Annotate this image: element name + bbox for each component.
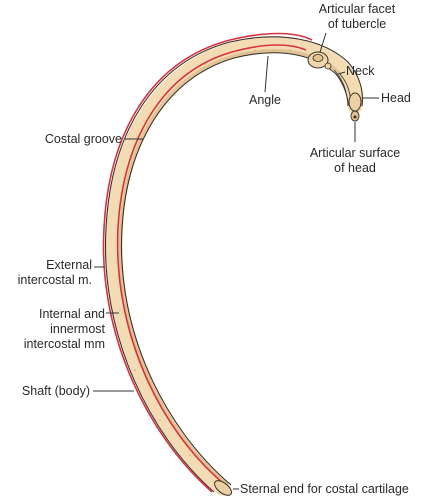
articular-surface-text-line2: of head: [334, 161, 376, 175]
label-articular-facet-of-tubercle: Articular facet of tubercle: [319, 2, 396, 53]
neck-leader: [337, 71, 346, 75]
label-articular-surface-of-head: Articular surface of head: [310, 122, 400, 175]
rib-neck: [333, 69, 351, 97]
internal-text-line1: Internal and: [39, 307, 105, 321]
neck-text: Neck: [346, 64, 375, 78]
internal-text-line3: intercostal mm: [24, 337, 105, 351]
label-sternal-end: Sternal end for costal cartilage: [233, 482, 409, 496]
articular-facet-leader: [319, 32, 327, 53]
internal-text-line2: innermost: [50, 322, 105, 336]
head-text: Head: [381, 91, 411, 105]
sternal-end-text: Sternal end for costal cartilage: [240, 482, 409, 496]
rib-outline-inner: [120, 52, 349, 486]
label-costal-groove: Costal groove: [45, 132, 143, 146]
rib-head: [348, 92, 362, 122]
articular-facet-text-line1: Articular facet: [319, 2, 396, 16]
angle-text: Angle: [249, 93, 281, 107]
articular-surface-text-line1: Articular surface: [310, 146, 400, 160]
shaft-text: Shaft (body): [22, 384, 90, 398]
rib-shaft-fill: [105, 37, 363, 496]
external-text-line1: External: [46, 258, 92, 272]
external-intercostal-muscle: [102, 32, 313, 493]
articular-facet-text-line2: of tubercle: [328, 17, 386, 31]
rib-outline-outer: [104, 36, 364, 493]
label-neck: Neck: [337, 64, 375, 78]
sternal-end: [214, 480, 232, 496]
internal-intercostal-muscle: [116, 44, 307, 485]
bone-texture: [117, 49, 291, 456]
label-head: Head: [362, 91, 411, 105]
label-external-intercostal: External intercostal m.: [18, 258, 105, 287]
costal-groove-text: Costal groove: [45, 132, 122, 146]
label-internal-intercostal: Internal and innermost intercostal mm: [24, 307, 119, 351]
label-shaft: Shaft (body): [22, 384, 134, 398]
label-angle: Angle: [249, 55, 281, 107]
rib-shaft-shade: [118, 49, 340, 486]
external-text-line2: intercostal m.: [18, 273, 92, 287]
angle-leader: [264, 55, 269, 93]
tubercle: [307, 51, 332, 70]
rib-bone: [102, 32, 364, 496]
